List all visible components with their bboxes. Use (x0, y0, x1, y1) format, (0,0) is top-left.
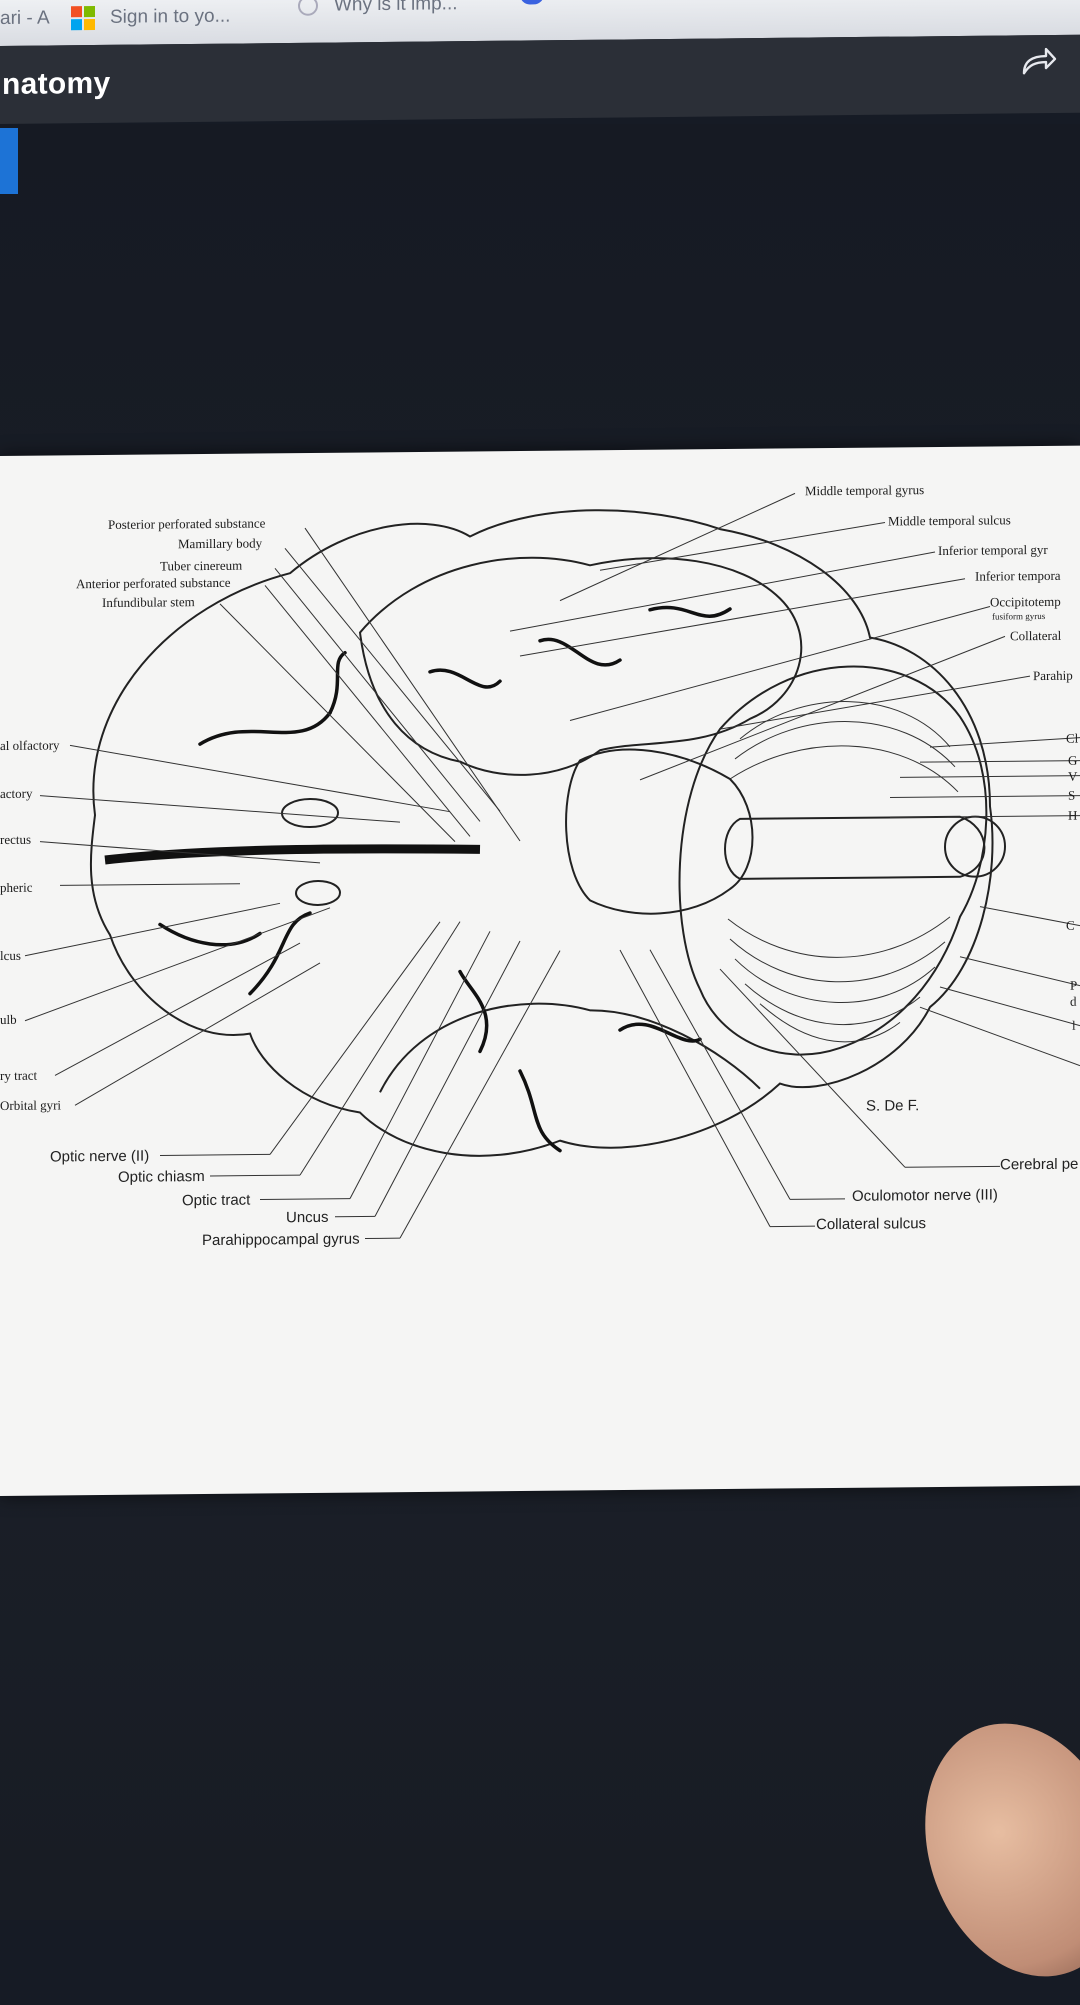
brain-diagram-figure: Posterior perforated substance Mamillary… (0, 446, 1080, 1496)
label-middle-temporal-sulcus: Middle temporal sulcus (888, 512, 1011, 529)
label-olfactory-tract-partial: actory (0, 786, 32, 802)
label-fusiform-gyrus: fusiform gyrus (992, 611, 1045, 622)
label-right-edge-3: V (1068, 769, 1077, 785)
label-tuber-cinereum: Tuber cinereum (160, 558, 242, 575)
share-arrow-icon[interactable] (1018, 45, 1058, 77)
label-cerebral-peduncle: Cerebral pe (1000, 1156, 1078, 1174)
globe-icon (296, 0, 320, 18)
browser-tab[interactable]: Why is it imp... (296, 0, 458, 23)
label-posterior-perforated-substance: Posterior perforated substance (108, 515, 265, 533)
tab-label: Why is it imp... (334, 0, 458, 17)
tab-label: ari - A (0, 7, 50, 30)
label-collateral: Collateral (1010, 628, 1061, 644)
label-hemispheric: pheric (0, 880, 32, 896)
label-middle-temporal-gyrus: Middle temporal gyrus (805, 482, 924, 499)
browser-tab[interactable]: ari - A (0, 1, 50, 36)
label-mamillary-body: Mamillary body (178, 535, 262, 552)
label-right-edge-8: d (1070, 994, 1077, 1010)
label-right-edge-4: S (1068, 788, 1075, 804)
label-parahippocampal-gyrus: Parahippocampal gyrus (202, 1231, 360, 1250)
label-orbital-gyri: Orbital gyri (0, 1097, 61, 1114)
tab-favicon-fragment (520, 0, 544, 5)
label-right-edge-2: G (1068, 753, 1077, 769)
label-infundibular-stem: Infundibular stem (102, 594, 195, 611)
label-olfactory: al olfactory (0, 737, 60, 754)
label-optic-tract: Optic tract (182, 1192, 250, 1210)
page-title: natomy (2, 67, 111, 102)
label-optic-chiasm: Optic chiasm (118, 1168, 205, 1186)
label-oculomotor-nerve: Oculomotor nerve (III) (852, 1186, 998, 1204)
label-gyrus-rectus: rectus (0, 832, 31, 848)
tab-label: Sign in to yo... (110, 6, 230, 29)
label-uncus: Uncus (286, 1209, 329, 1226)
label-right-edge-1: Cl (1066, 731, 1078, 747)
label-right-edge-9: l (1072, 1018, 1076, 1034)
artist-signature: S. De F. (866, 1097, 919, 1115)
label-inferior-temporal-gyrus: Inferior temporal gyr (938, 542, 1048, 559)
label-bulb: ulb (0, 1012, 17, 1028)
label-collateral-sulcus: Collateral sulcus (816, 1215, 926, 1233)
label-occipitotemporal: Occipitotemp (990, 594, 1061, 611)
label-optic-nerve: Optic nerve (II) (50, 1148, 149, 1166)
label-parahip: Parahip (1033, 668, 1073, 684)
accent-button[interactable] (0, 128, 18, 194)
label-right-edge-7: P (1070, 978, 1077, 994)
browser-tab[interactable]: Sign in to yo... (70, 0, 230, 35)
label-anterior-perforated-substance: Anterior perforated substance (76, 575, 231, 592)
label-right-edge-6: C (1066, 918, 1075, 934)
label-right-edge-5: H (1068, 808, 1077, 824)
label-sulcus: lcus (0, 948, 21, 964)
app-header: natomy (0, 35, 1080, 124)
label-olfactory-tract: ry tract (0, 1068, 37, 1084)
microsoft-logo-icon (70, 5, 96, 31)
label-inferior-temporal: Inferior tempora (975, 568, 1061, 585)
